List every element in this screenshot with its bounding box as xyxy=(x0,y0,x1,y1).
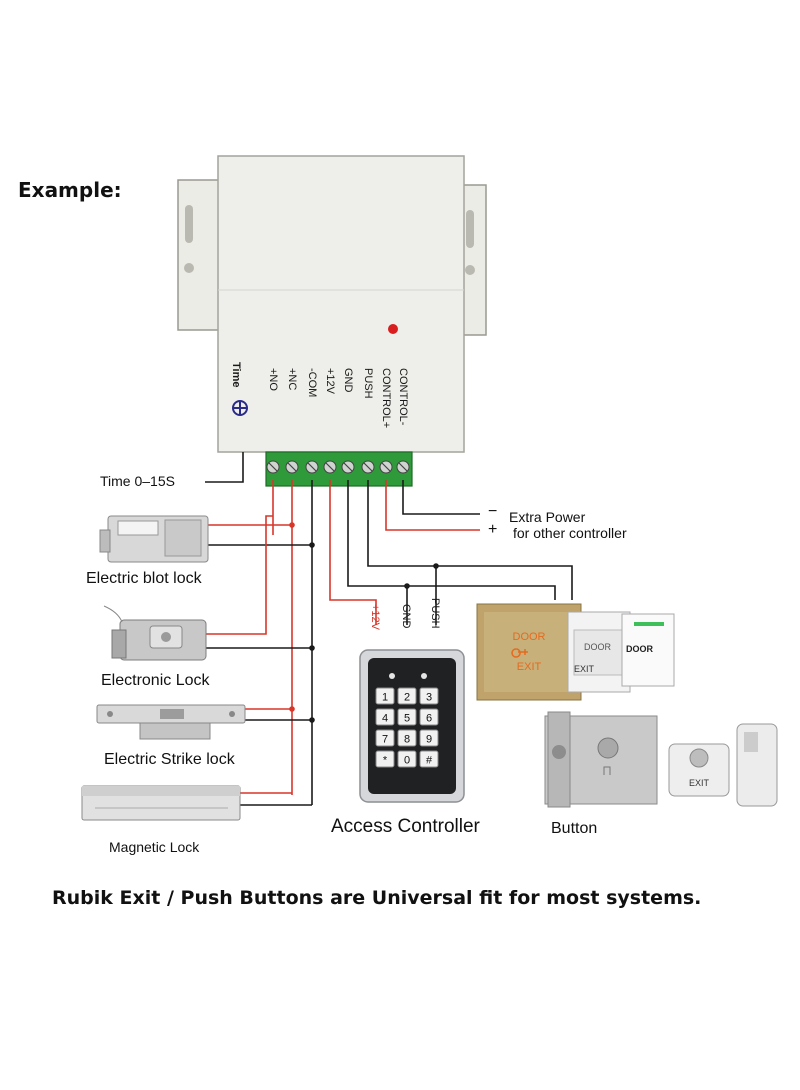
button-label: Button xyxy=(551,820,598,837)
keypad-key-label: 2 xyxy=(404,692,410,704)
wire-gnd-label: GND xyxy=(400,604,412,629)
screw-slot xyxy=(325,462,335,472)
keypad-key xyxy=(419,750,439,768)
terminal-label: CONTROL- xyxy=(397,368,409,426)
status-led xyxy=(388,324,398,334)
time-label: Time xyxy=(230,362,242,387)
extra-power-minus-wire xyxy=(402,480,480,515)
footer-note: Rubik Exit / Push Buttons are Universal … xyxy=(52,887,702,909)
screw-slot xyxy=(307,462,317,472)
terminal-label: GND xyxy=(342,368,354,393)
screw-slot xyxy=(287,462,297,472)
screw-slot xyxy=(343,462,353,472)
terminal-label: PUSH xyxy=(362,368,374,399)
screw-slot xyxy=(398,462,408,472)
wire-push-label: PUSH xyxy=(429,598,441,629)
keypad-key xyxy=(375,750,395,768)
keypad-key xyxy=(419,708,439,726)
keypad-key xyxy=(397,729,417,747)
time-range-label: Time 0–15S xyxy=(100,473,175,489)
push-buttons: EXIT xyxy=(544,711,778,808)
controller-body xyxy=(217,155,465,453)
terminal-label: CONTROL+ xyxy=(380,368,392,428)
extra-power-line1: Extra Power xyxy=(509,509,586,525)
keypad-keys: 1 2 3 4 5 6 7 8 9 * 0 # xyxy=(375,687,439,768)
screw-slot xyxy=(268,462,278,472)
screw-slot xyxy=(381,462,391,472)
electric-strike-lock-label: Electric Strike lock xyxy=(104,751,235,768)
electric-bolt-lock-label: Electric blot lock xyxy=(86,570,202,587)
gnd-wire-main xyxy=(347,480,556,600)
mount-slot-right xyxy=(466,210,474,248)
magnetic-lock-label: Magnetic Lock xyxy=(109,839,200,855)
keypad-key xyxy=(397,687,417,705)
screw-slot xyxy=(363,462,373,472)
keypad-key-label: 3 xyxy=(426,692,432,704)
plate3-door-text: DOOR xyxy=(626,644,654,654)
keypad-key xyxy=(397,708,417,726)
access-controller-label: Access Controller xyxy=(331,816,480,837)
terminal-label: +12V xyxy=(324,368,336,395)
keypad-key-label: * xyxy=(383,755,388,767)
electric-strike-lock-image xyxy=(96,704,246,740)
access-controller-keypad: 1 2 3 4 5 6 7 8 9 * 0 # xyxy=(359,649,465,803)
plate2-exit-text: EXIT xyxy=(574,664,595,674)
magnetic-lock-image xyxy=(81,785,241,821)
wires xyxy=(205,452,573,806)
page-heading: Example: xyxy=(18,178,122,202)
keypad-key-label: 9 xyxy=(426,734,432,746)
electronic-lock-image xyxy=(103,605,207,661)
keypad-key-label: 5 xyxy=(404,713,410,725)
extra-power-minus: − xyxy=(488,503,498,520)
keypad-key xyxy=(419,687,439,705)
keypad-key-label: 4 xyxy=(382,713,388,725)
plate2-door-text: DOOR xyxy=(584,642,612,652)
terminal-label: -COM xyxy=(306,368,318,397)
extra-power-line2: for other controller xyxy=(513,525,627,541)
exit-button-plates: DOOR EXIT DOOR EXIT DOOR xyxy=(476,603,675,701)
mount-slot-left xyxy=(185,205,193,243)
plate1-door-text: DOOR xyxy=(513,631,546,643)
terminal-label: +NO xyxy=(267,368,279,391)
keypad-key xyxy=(375,708,395,726)
extra-power-plus: + xyxy=(488,521,498,538)
time-callout-line xyxy=(205,452,244,483)
terminal-screws xyxy=(266,460,410,474)
electric-bolt-lock-image xyxy=(99,515,209,563)
keypad-key-label: 8 xyxy=(404,734,410,746)
keypad-key xyxy=(419,729,439,747)
terminal-label: +NC xyxy=(286,368,298,390)
keypad-key-label: # xyxy=(426,755,433,767)
keypad-key-label: 1 xyxy=(382,692,388,704)
plate1-exit-text: EXIT xyxy=(517,661,542,673)
keypad-key xyxy=(375,687,395,705)
push-wire-main xyxy=(367,480,573,600)
round-exit-text: EXIT xyxy=(689,778,710,788)
keypad-key-label: 6 xyxy=(426,713,432,725)
wire-12v-label: +12V xyxy=(369,604,381,631)
mounting-ear-left xyxy=(177,179,223,331)
12v-wire xyxy=(329,480,377,625)
extra-power-plus-wire xyxy=(385,480,480,531)
keypad-key-label: 0 xyxy=(404,755,410,767)
keypad-key xyxy=(397,750,417,768)
electronic-lock-label: Electronic Lock xyxy=(101,672,210,689)
keypad-key-label: 7 xyxy=(382,734,388,746)
power-controller: Time CONTROL- CONTROL+ PUSH GND +12V -COM +NC +… xyxy=(177,155,487,487)
keypad-key xyxy=(375,729,395,747)
terminal-labels: CONTROL- CONTROL+ PUSH GND +12V -COM +NC +NO xyxy=(267,368,409,428)
